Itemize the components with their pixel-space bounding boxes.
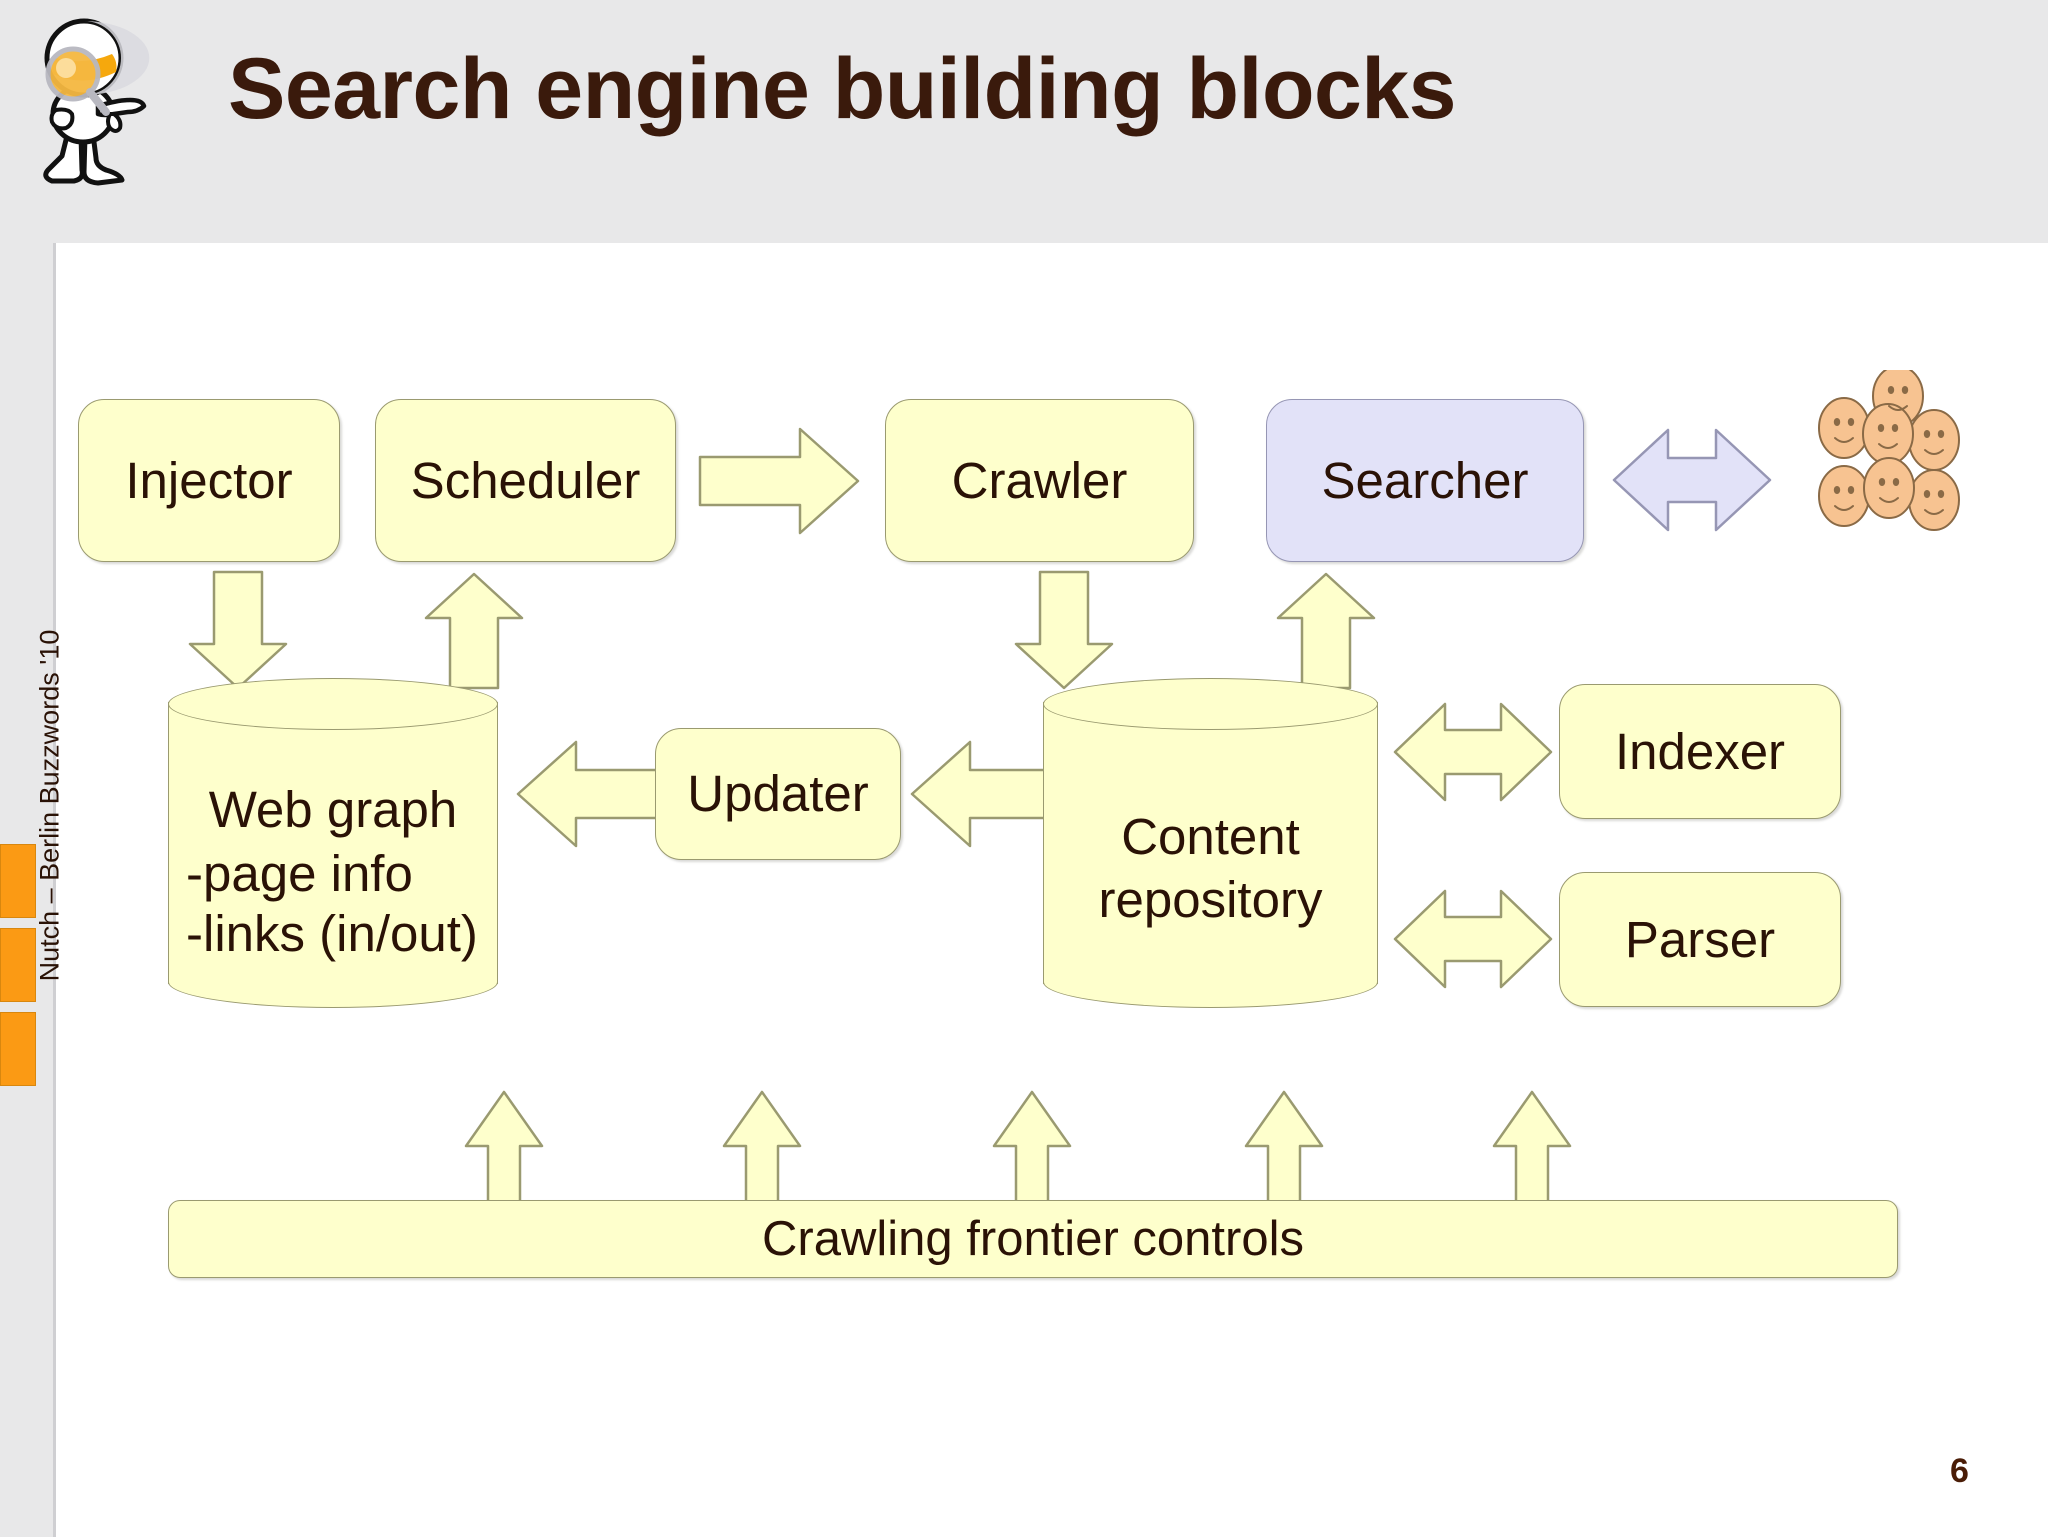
nutch-mascot-magnifier-icon	[26, 14, 150, 186]
header-band	[0, 0, 2048, 243]
arrow-frontier-up-2	[722, 1090, 802, 1208]
store-content-repo-line2: repository	[1098, 871, 1323, 928]
users-smiley-cluster-icon	[1810, 365, 1972, 550]
store-webgraph[interactable]: Web graph -page info -links (in/out)	[168, 678, 498, 1008]
node-searcher[interactable]: Searcher	[1266, 399, 1584, 562]
content-repo-cylinder-top	[1043, 678, 1378, 730]
rail-divider	[53, 243, 56, 1537]
arrow-webgraph-to-scheduler	[422, 572, 526, 690]
arrow-injector-to-webgraph	[186, 570, 290, 690]
store-content-repo-line1: Content	[1121, 808, 1300, 865]
arrow-content-repo-to-parser	[1393, 887, 1553, 991]
webgraph-cylinder-body	[168, 702, 498, 984]
arrow-frontier-up-1	[464, 1090, 544, 1208]
node-updater-label: Updater	[687, 765, 869, 823]
node-injector[interactable]: Injector	[78, 399, 340, 562]
store-webgraph-line2: -page info	[186, 845, 413, 902]
arrow-crawler-to-content-repo	[1012, 570, 1116, 690]
sidebar-orange-chip-3	[0, 1012, 36, 1086]
node-frontier-bar-label: Crawling frontier controls	[762, 1211, 1304, 1266]
node-crawler[interactable]: Crawler	[885, 399, 1194, 562]
arrow-scheduler-to-crawler	[698, 425, 860, 537]
arrow-updater-to-webgraph	[516, 738, 662, 850]
left-rail	[0, 0, 56, 1537]
node-injector-label: Injector	[125, 451, 293, 509]
node-crawler-label: Crawler	[951, 451, 1128, 509]
node-updater[interactable]: Updater	[655, 728, 901, 860]
arrow-frontier-up-5	[1492, 1090, 1572, 1208]
node-indexer[interactable]: Indexer	[1559, 684, 1841, 819]
node-parser-label: Parser	[1624, 910, 1776, 968]
arrow-content-repo-to-searcher	[1274, 572, 1378, 690]
webgraph-cylinder-top	[168, 678, 498, 730]
sidebar-footer-label: Nutch – Berlin Buzzwords '10	[34, 629, 65, 982]
arrow-content-repo-to-updater	[910, 738, 1056, 850]
node-parser[interactable]: Parser	[1559, 872, 1841, 1007]
node-indexer-label: Indexer	[1614, 722, 1786, 780]
store-content-repository[interactable]: Content repository	[1043, 678, 1378, 1008]
arrow-frontier-up-3	[992, 1090, 1072, 1208]
arrow-searcher-to-users	[1612, 424, 1772, 536]
arrow-frontier-up-4	[1244, 1090, 1324, 1208]
store-webgraph-line3: -links (in/out)	[186, 905, 478, 962]
page-title: Search engine building blocks	[228, 41, 1456, 137]
node-crawling-frontier-controls[interactable]: Crawling frontier controls	[168, 1200, 1898, 1278]
sidebar-orange-chip-1	[0, 844, 36, 918]
arrow-content-repo-to-indexer	[1393, 700, 1553, 804]
node-searcher-label: Searcher	[1321, 451, 1529, 509]
store-webgraph-line1: Web graph	[208, 781, 458, 838]
page-number: 6	[1950, 1452, 1969, 1490]
sidebar-orange-chip-2	[0, 928, 36, 1002]
content-repo-cylinder-body	[1043, 702, 1378, 984]
node-scheduler[interactable]: Scheduler	[375, 399, 676, 562]
node-scheduler-label: Scheduler	[410, 451, 641, 509]
